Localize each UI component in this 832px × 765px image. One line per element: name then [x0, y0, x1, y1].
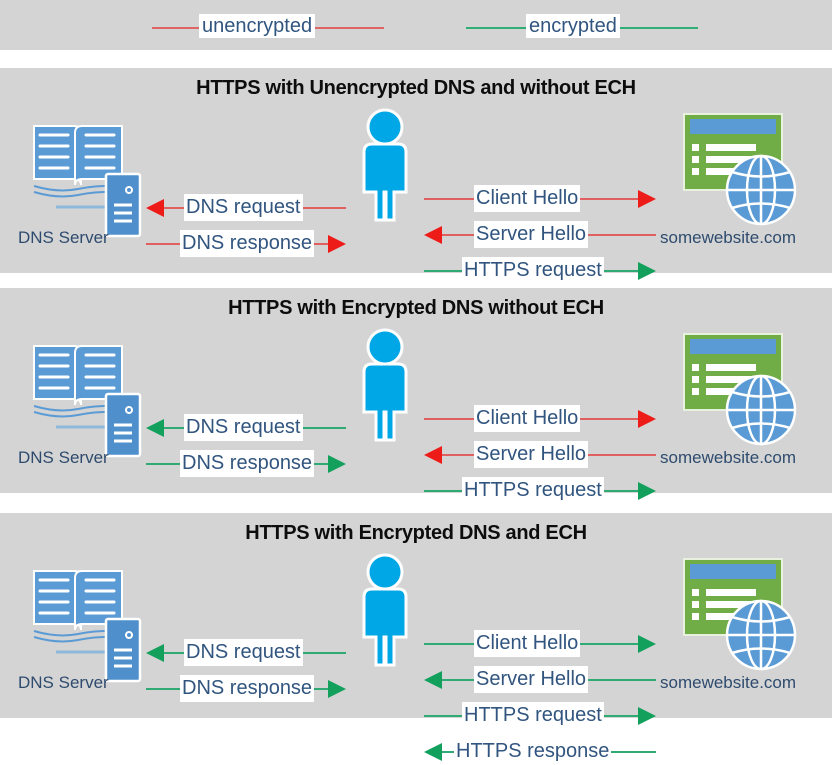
legend-label-unencrypted: unencrypted — [199, 14, 316, 38]
website-node — [680, 110, 800, 230]
message-label: DNS response — [180, 675, 315, 702]
dns-server-node — [28, 110, 148, 240]
website-icon — [683, 333, 797, 446]
website-icon — [683, 558, 797, 671]
message-row-web-0: Client Hello — [0, 630, 832, 657]
message-label: Client Hello — [474, 405, 581, 432]
panel-title: HTTPS with Encrypted DNS without ECH — [228, 297, 604, 319]
user-node — [350, 553, 420, 669]
arrowhead-left-icon — [424, 226, 442, 244]
dns-server-icon — [33, 345, 142, 458]
message-row-dns-1: DNS response — [0, 450, 832, 477]
user-node — [350, 328, 420, 444]
message-label: DNS response — [180, 230, 315, 257]
arrowhead-right-icon — [328, 455, 346, 473]
legend-band: unencrypted encrypted — [0, 0, 832, 50]
user-icon — [362, 553, 408, 667]
dns-server-caption: DNS Server — [18, 448, 109, 467]
message-row-web-2: HTTPS request — [0, 257, 832, 284]
dns-server-caption: DNS Server — [18, 673, 109, 692]
message-label: Server Hello — [474, 221, 589, 248]
message-row-web-1: Server Hello — [0, 441, 832, 468]
message-label: Client Hello — [474, 630, 581, 657]
arrowhead-right-icon — [328, 680, 346, 698]
website-node — [680, 555, 800, 675]
website-caption: somewebsite.com — [660, 673, 797, 692]
dns-server-icon — [33, 570, 142, 683]
message-row-web-2: HTTPS request — [0, 702, 832, 729]
arrowhead-left-icon — [146, 419, 164, 437]
website-node — [680, 330, 800, 450]
dns-server-node — [28, 555, 148, 685]
arrowhead-left-icon — [424, 743, 442, 761]
arrowhead-left-icon — [146, 199, 164, 217]
panel-encrypted-dns: HTTPS with Encrypted DNS without ECH — [0, 288, 832, 540]
arrowhead-right-icon — [638, 635, 656, 653]
panel-encrypted-dns-ech: HTTPS with Encrypted DNS and ECH — [0, 513, 832, 765]
dns-server-caption: DNS Server — [18, 228, 109, 247]
arrowhead-right-icon — [638, 262, 656, 280]
website-icon — [683, 113, 797, 226]
message-row-web-0: Client Hello — [0, 185, 832, 212]
arrowhead-right-icon — [638, 190, 656, 208]
message-row-web-2: HTTPS request — [0, 477, 832, 504]
arrowhead-right-icon — [638, 482, 656, 500]
arrowhead-right-icon — [638, 707, 656, 725]
message-row-dns-0: DNS request — [0, 639, 832, 666]
message-label: DNS response — [180, 450, 315, 477]
website-caption: somewebsite.com — [660, 228, 797, 247]
message-label: Server Hello — [474, 666, 589, 693]
arrowhead-left-icon — [146, 644, 164, 662]
arrowhead-right-icon — [638, 410, 656, 428]
message-label: DNS request — [184, 639, 303, 666]
message-row-web-0: Client Hello — [0, 405, 832, 432]
dns-server-node — [28, 330, 148, 460]
arrowhead-right-icon — [328, 235, 346, 253]
message-label: HTTPS request — [462, 257, 604, 284]
message-label: HTTPS response — [454, 738, 612, 765]
dns-server-icon — [33, 125, 142, 238]
message-row-web-1: Server Hello — [0, 221, 832, 248]
panel-title: HTTPS with Encrypted DNS and ECH — [245, 522, 587, 544]
user-icon — [362, 108, 408, 222]
panel-title: HTTPS with Unencrypted DNS and without E… — [196, 77, 636, 99]
legend-label-encrypted: encrypted — [526, 14, 620, 38]
message-label: Server Hello — [474, 441, 589, 468]
arrowhead-left-icon — [424, 671, 442, 689]
website-caption: somewebsite.com — [660, 448, 797, 467]
message-label: DNS request — [184, 414, 303, 441]
user-node — [350, 108, 420, 224]
message-row-dns-0: DNS request — [0, 414, 832, 441]
panel-unencrypted-dns: HTTPS with Unencrypted DNS and without E… — [0, 68, 832, 320]
arrowhead-left-icon — [424, 446, 442, 464]
message-label: Client Hello — [474, 185, 581, 212]
message-row-dns-1: DNS response — [0, 230, 832, 257]
message-label: HTTPS request — [462, 477, 604, 504]
user-icon — [362, 328, 408, 442]
message-label: DNS request — [184, 194, 303, 221]
message-row-web-3: HTTPS response — [0, 738, 832, 765]
message-row-dns-0: DNS request — [0, 194, 832, 221]
message-row-web-1: Server Hello — [0, 666, 832, 693]
message-row-dns-1: DNS response — [0, 675, 832, 702]
